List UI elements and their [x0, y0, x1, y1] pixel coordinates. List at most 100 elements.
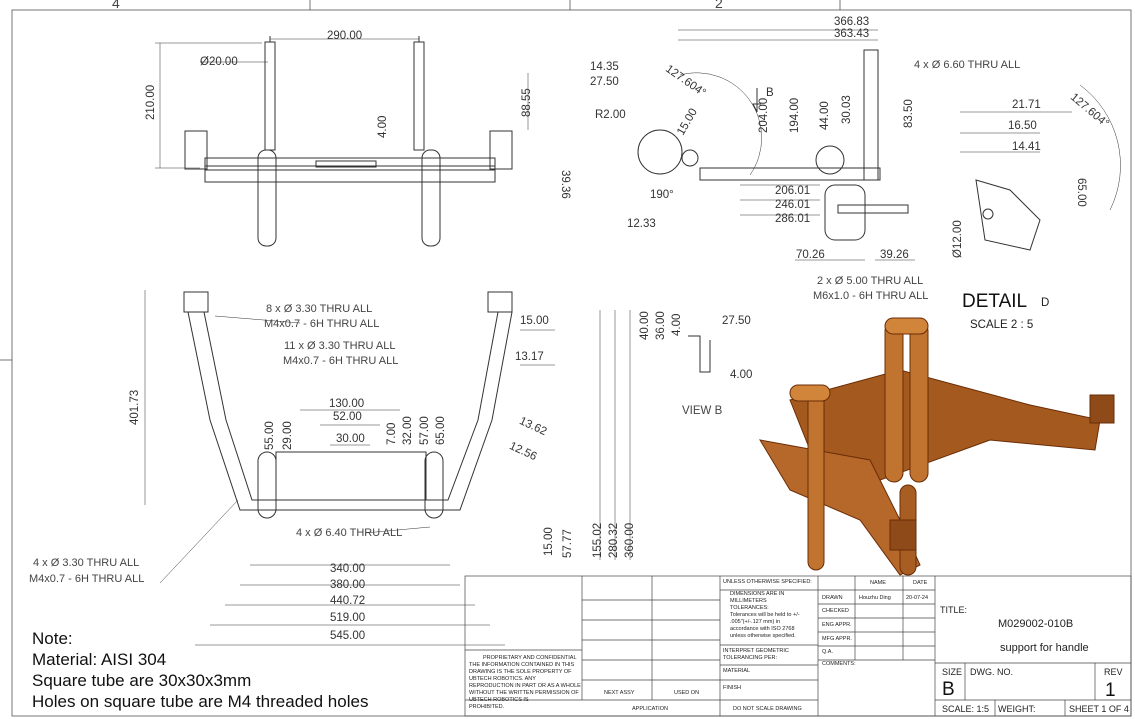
view-arrow-b-label: B: [766, 87, 774, 99]
tb-eng: ENG APPR.: [822, 622, 852, 628]
tb-tol4: unless otherwise specified.: [730, 633, 796, 639]
tb-mfg: MFG APPR.: [822, 636, 852, 642]
note-holes: Holes on square tube are M4 threaded hol…: [32, 692, 369, 711]
dim-44: 44.00: [819, 101, 831, 130]
dim-83-50: 83.50: [903, 99, 915, 128]
dim-204: 204.00: [758, 97, 770, 133]
tb-dwg-no-label: DWG. NO.: [970, 667, 1013, 677]
dim-88: 88.55: [521, 88, 533, 117]
dim-4: 4.00: [377, 115, 389, 138]
tb-material: MATERIAL: [723, 668, 751, 674]
tb-checked: CHECKED: [822, 608, 849, 614]
side-view: [637, 29, 915, 261]
dim-13-17: 13.17: [515, 351, 544, 363]
dim-30-03: 30.03: [841, 95, 853, 124]
tb-prop8: PROHIBITED.: [469, 704, 505, 710]
dim-dia20: Ø20.00: [200, 56, 238, 68]
tb-prop5: REPRODUCTION IN PART OR AS A WHOLE: [469, 683, 581, 689]
tb-tol3: accordance with ISO 2768: [730, 626, 795, 632]
title-block: [464, 575, 1132, 717]
dim-290: 290.00: [327, 30, 363, 42]
tb-drawn-name: Houzhu Ding: [859, 595, 891, 601]
dim-40: 40.00: [639, 311, 651, 340]
tb-qa: Q.A.: [822, 649, 834, 655]
dim-65-front: 65.00: [435, 416, 447, 445]
dim-366: 366.83: [834, 16, 870, 28]
zone-marker-4: 4: [112, 0, 120, 11]
dim-65-detail: 65.00: [1075, 178, 1087, 207]
dim-130: 130.00: [329, 398, 365, 410]
detail-d-view: [960, 84, 1121, 251]
tb-size-value: B: [942, 679, 955, 700]
dim-14-35: 14.35: [590, 61, 619, 73]
callout-4x-m4: M4x0.7 - 6H THRU ALL: [29, 573, 145, 585]
detail-d-scale: SCALE 2 : 5: [970, 319, 1034, 331]
tb-unless: UNLESS OTHERWISE SPECIFIED:: [723, 579, 812, 585]
tb-prop3: DRAWING IS THE SOLE PROPERTY OF: [469, 669, 572, 675]
top-view: [155, 36, 529, 247]
tb-prop4: UBTECH ROBOTICS. ANY: [469, 676, 536, 682]
detail-d-letter: D: [1041, 297, 1050, 309]
note-heading: Note:: [32, 629, 73, 648]
callout-8x-m4: M4x0.7 - 6H THRU ALL: [264, 318, 380, 330]
dim-380: 380.00: [330, 579, 366, 591]
tb-finish: FINISH: [723, 685, 742, 691]
tb-size-label: SIZE: [942, 667, 963, 677]
dim-52: 52.00: [333, 411, 362, 423]
dim-55: 55.00: [264, 421, 276, 450]
dim-4-viewb: 4.00: [671, 313, 683, 336]
tb-mm: MILLIMETERS: [730, 598, 767, 604]
note-material: Material: AISI 304: [32, 650, 167, 669]
dim-70-26: 70.26: [796, 249, 825, 261]
tb-rev-value: 1: [1105, 680, 1116, 701]
dim-363: 363.43: [834, 28, 870, 40]
dim-7: 7.00: [386, 422, 398, 445]
dim-29: 29.00: [282, 421, 294, 450]
dim-12-33: 12.33: [627, 218, 656, 230]
tb-sheet: SHEET 1 OF 4: [1069, 704, 1129, 714]
dim-246: 246.01: [775, 199, 811, 211]
callout-8x-3-30: 8 x Ø 3.30 THRU ALL: [266, 303, 373, 315]
tb-tol1: Tolerances will be held to +/-: [730, 612, 800, 618]
dim-27-50: 27.50: [590, 76, 619, 88]
dim-57-77: 57.77: [562, 529, 574, 558]
dim-190-angle: 190°: [650, 189, 674, 201]
tb-drawn: DRAWN: [822, 595, 843, 601]
tb-tol: TOLERANCES:: [730, 605, 769, 611]
dim-27-50-viewb: 27.50: [722, 315, 751, 327]
dim-21-71: 21.71: [1012, 99, 1041, 111]
dim-14-41: 14.41: [1012, 141, 1041, 153]
tb-next-assy: NEXT ASSY: [604, 690, 635, 696]
callout-2x-5-00: 2 x Ø 5.00 THRU ALL: [817, 275, 924, 287]
tb-rev-label: REV: [1104, 667, 1123, 677]
dim-4-viewb-b: 4.00: [730, 369, 753, 381]
dim-210: 210.00: [145, 84, 157, 120]
tb-prop6: WITHOUT THE WRITTEN PERMISSION OF: [469, 690, 579, 696]
dim-dia12: Ø12.00: [952, 220, 964, 258]
dim-36: 36.00: [655, 311, 667, 340]
dim-545: 545.00: [330, 630, 366, 642]
tb-used-on: USED ON: [674, 690, 700, 696]
dim-39-36: 39.36: [559, 170, 571, 199]
tb-application: APPLICATION: [632, 706, 668, 712]
notes-block: Note: Material: AISI 304 Square tube are…: [32, 628, 368, 712]
callout-4x-3-30: 4 x Ø 3.30 THRU ALL: [33, 557, 140, 569]
tb-comments: COMMENTS:: [822, 661, 856, 667]
dim-206: 206.01: [775, 185, 811, 197]
dim-15-lower: 15.00: [543, 527, 555, 556]
tb-prop1: PROPRIETARY AND CONFIDENTIAL: [483, 655, 577, 661]
dim-340: 340.00: [330, 563, 366, 575]
dim-39-26: 39.26: [880, 249, 909, 261]
dim-57: 57.00: [419, 416, 431, 445]
dim-155: 155.02: [592, 522, 604, 558]
callout-4x-6-60: 4 x Ø 6.60 THRU ALL: [914, 59, 1021, 71]
tb-dims: DIMENSIONS ARE IN: [730, 591, 785, 597]
callout-11x-m4: M4x0.7 - 6H THRU ALL: [283, 355, 399, 367]
front-view: [144, 290, 711, 646]
tb-part-name: support for handle: [1000, 642, 1089, 654]
dim-15-upper: 15.00: [520, 315, 549, 327]
tb-date-hdr: DATE: [913, 580, 928, 586]
dim-440: 440.72: [330, 595, 366, 607]
dim-30: 30.00: [336, 433, 365, 445]
note-tube: Square tube are 30x30x3mm: [32, 671, 252, 690]
